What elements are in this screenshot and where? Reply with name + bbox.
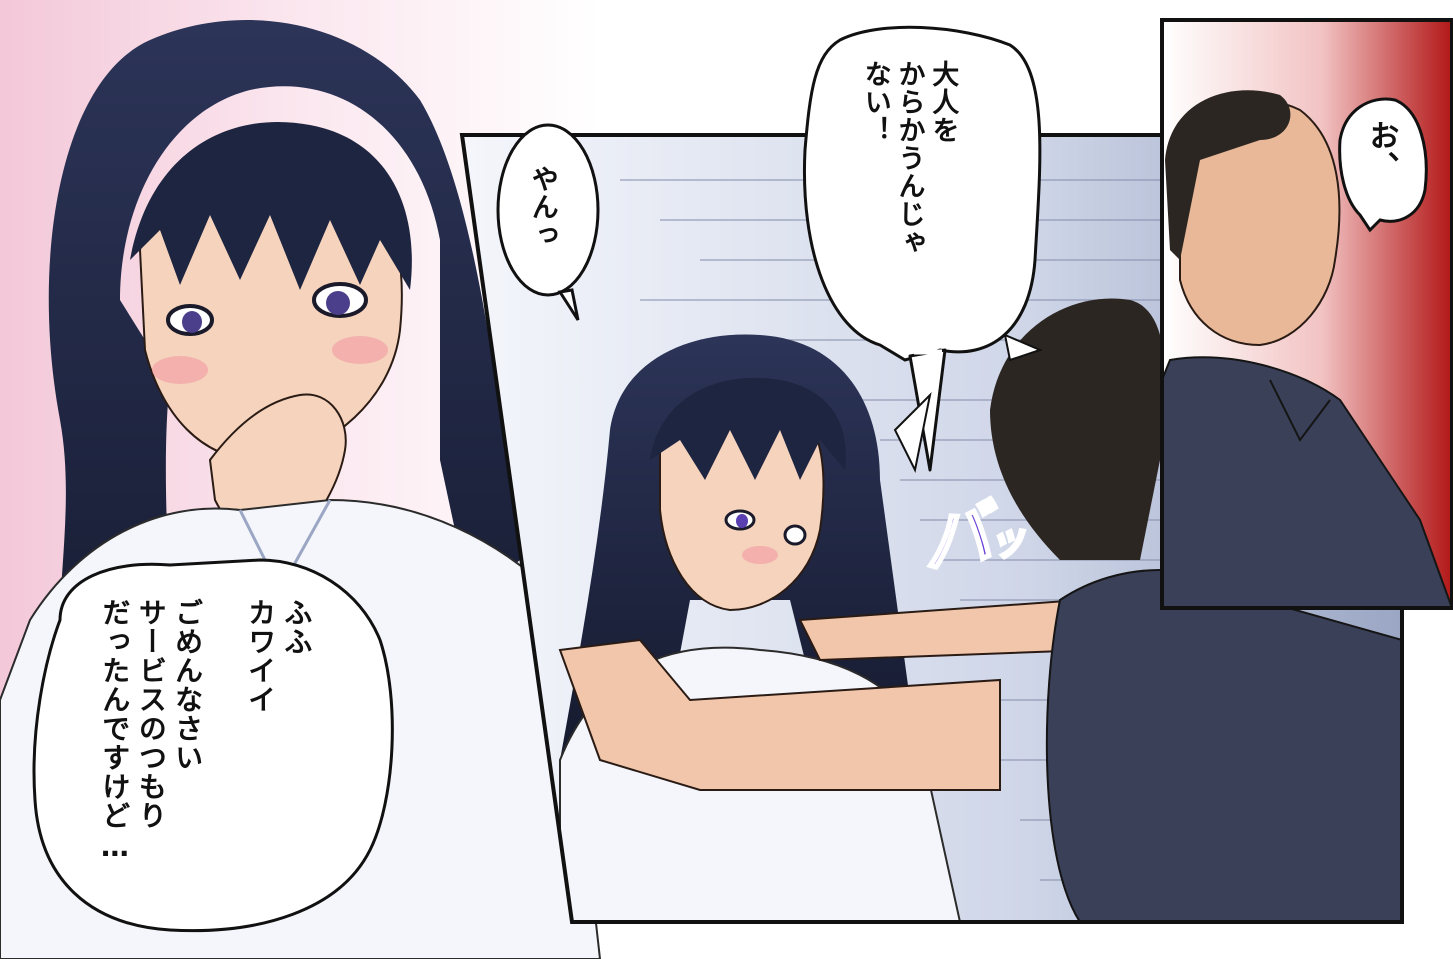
sound-effect-ba: バッ: [912, 472, 1028, 589]
right-panel: [1160, 18, 1453, 610]
impact-mark: [893, 333, 1043, 474]
speech-bubble-otona: 大人を からかうんじゃ ない！: [859, 60, 959, 256]
bubble-fufu-shape: [32, 558, 394, 933]
speech-bubble-fufu: ふふ カワイイ ごめんなさい サービスのつもり だったんですけど…: [98, 598, 314, 864]
sfx-ba-tail: ッ: [983, 515, 1027, 567]
middle-panel: [459, 133, 1404, 924]
speech-bubble-o: お、: [1363, 120, 1399, 182]
bubble-o-shape: [1338, 97, 1428, 233]
speech-bubble-yan: やんっ: [526, 165, 558, 249]
sfx-ba-main: バ: [913, 491, 995, 586]
bubble-yan-shape: [496, 123, 600, 321]
